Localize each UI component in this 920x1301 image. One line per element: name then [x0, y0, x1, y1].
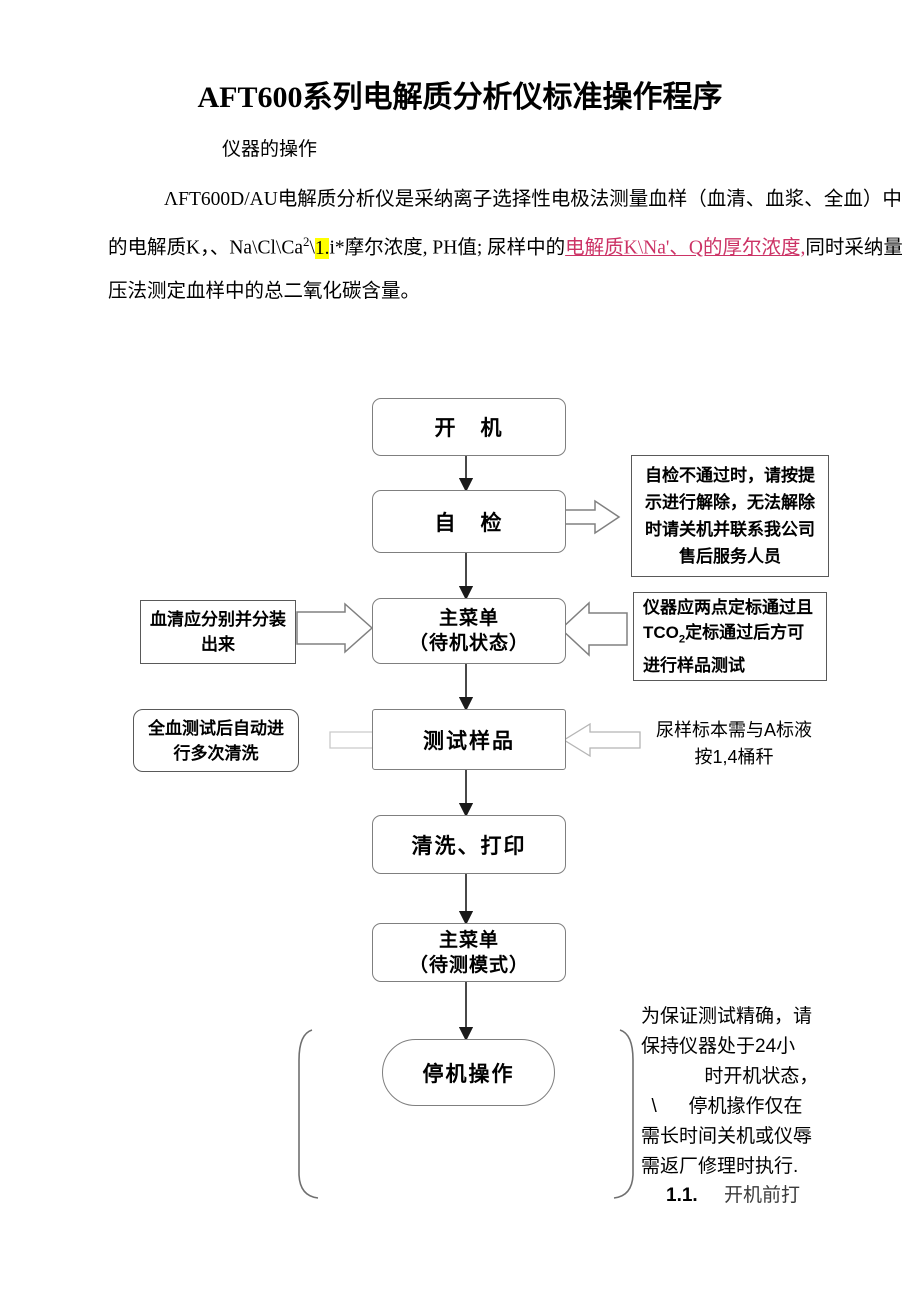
footer-item-text: 开机前打 — [724, 1185, 801, 1206]
intro-paragraph: ΛFT600D/AU电解质分析仪是采纳离子选择性电极法测量血样（血清、血浆、全血… — [108, 178, 920, 313]
note-self-check-failure-text: 自检不通过时，请按提示进行解除，无法解除时请关机并联系我公司售后服务人员 — [645, 466, 815, 566]
flow-node-power-on-label: 开 机 — [434, 417, 504, 440]
flow-node-main-menu-ready[interactable]: 主菜单 （待测模式） — [372, 923, 566, 982]
paragraph-line-1: ΛFT600D/AU电解质分析仪是采纳离子选择性电极法测量血样（血清、血浆、 — [164, 189, 824, 210]
paragraph-line-2-part-c: i*摩尔浓度, PH值; 尿样中的 — [329, 237, 566, 259]
note-calibration-line-3: 进行样品测试 — [643, 655, 745, 675]
flow-node-wash-print[interactable]: 清洗、打印 — [372, 815, 566, 874]
flow-node-wash-print-label: 清洗、打印 — [411, 834, 527, 858]
section-subtitle: 仪器的操作 — [222, 139, 318, 160]
note-shutdown-line-1: 为保证测试精确，请 — [641, 1006, 813, 1027]
flow-node-power-on[interactable]: 开 机 — [372, 398, 566, 456]
note-calibration: 仪器应两点定标通过且 TCO2定标通过后方可 进行样品测试 — [633, 592, 827, 681]
flow-node-main-menu-ready-line2: （待测模式） — [408, 954, 529, 976]
note-shutdown-line-2: 保持仪器处于24小 — [641, 1036, 796, 1057]
flow-node-main-menu-standby[interactable]: 主菜单 （待机状态） — [372, 598, 566, 664]
paragraph-line-2-part-a: 全血）中的电解质K，、Na\Cl\Ca — [108, 189, 902, 259]
flow-node-test-sample-label: 测试样品 — [423, 729, 515, 753]
note-urine-sample: 尿样标本需与A标液按1,4桶秆 — [648, 717, 820, 771]
note-serum-split: 血清应分别并分装出来 — [140, 600, 296, 664]
footer-item-number: 1.1. — [666, 1185, 698, 1206]
flow-node-shutdown-label: 停机操作 — [422, 1062, 515, 1086]
flow-node-self-check[interactable]: 自 检 — [372, 490, 566, 553]
hyperlink-concentration[interactable]: 、Q的厚尔浓度, — [669, 237, 806, 259]
paragraph-line-2-part-b: \ — [309, 237, 315, 259]
hyperlink-electrolyte[interactable]: 电解质K\Na' — [565, 237, 670, 259]
footer-numbered-item: 1.1. 开机前打 — [666, 1180, 800, 1207]
note-shutdown-instructions: 为保证测试精确，请 保持仪器处于24小 时开机状态， \ 停机掾作仅在 需长时间… — [641, 1002, 841, 1182]
flow-node-main-menu-standby-line1: 主菜单 — [438, 608, 499, 629]
note-whole-blood-wash-text: 全血测试后自动进行多次清洗 — [148, 718, 284, 763]
note-shutdown-line-5: 需长时间关机或仪辱 — [641, 1126, 813, 1147]
flow-node-main-menu-ready-line1: 主菜单 — [438, 929, 499, 951]
page-title: AFT600系列电解质分析仪标准操作程序 — [197, 81, 723, 114]
flow-node-shutdown[interactable]: 停机操作 — [382, 1039, 555, 1106]
highlighted-text: 1. — [314, 237, 330, 259]
note-calibration-line-2-rest: 定标通过后方可 — [685, 623, 805, 643]
flow-node-self-check-label: 自 检 — [434, 511, 504, 535]
paragraph-line-3: 同时采纳量压法测定血样中的总二氧化碳含量。 — [108, 237, 903, 302]
note-shutdown-line-4: \ 停机掾作仅在 — [641, 1096, 803, 1117]
note-shutdown-line-3: 时开机状态， — [641, 1066, 819, 1087]
note-calibration-tco2-subscript: 2 — [678, 633, 686, 646]
flow-node-test-sample[interactable]: 测试样品 — [372, 709, 566, 770]
note-calibration-line-2: TCO2定标通过后方可 — [643, 620, 804, 652]
note-shutdown-line-6: 需返厂修理时执行. — [641, 1156, 799, 1177]
flow-node-main-menu-standby-line2: （待机状态） — [408, 633, 529, 654]
note-calibration-line-1: 仪器应两点定标通过且 — [643, 598, 813, 618]
note-serum-split-text: 血清应分别并分装出来 — [150, 610, 286, 654]
note-self-check-failure: 自检不通过时，请按提示进行解除，无法解除时请关机并联系我公司售后服务人员 — [631, 455, 829, 577]
superscript-charge: 2 — [303, 235, 310, 249]
note-calibration-tco2: TCO — [643, 623, 679, 643]
note-urine-sample-text: 尿样标本需与A标液按1,4桶秆 — [655, 720, 812, 767]
note-whole-blood-wash: 全血测试后自动进行多次清洗 — [133, 709, 299, 772]
